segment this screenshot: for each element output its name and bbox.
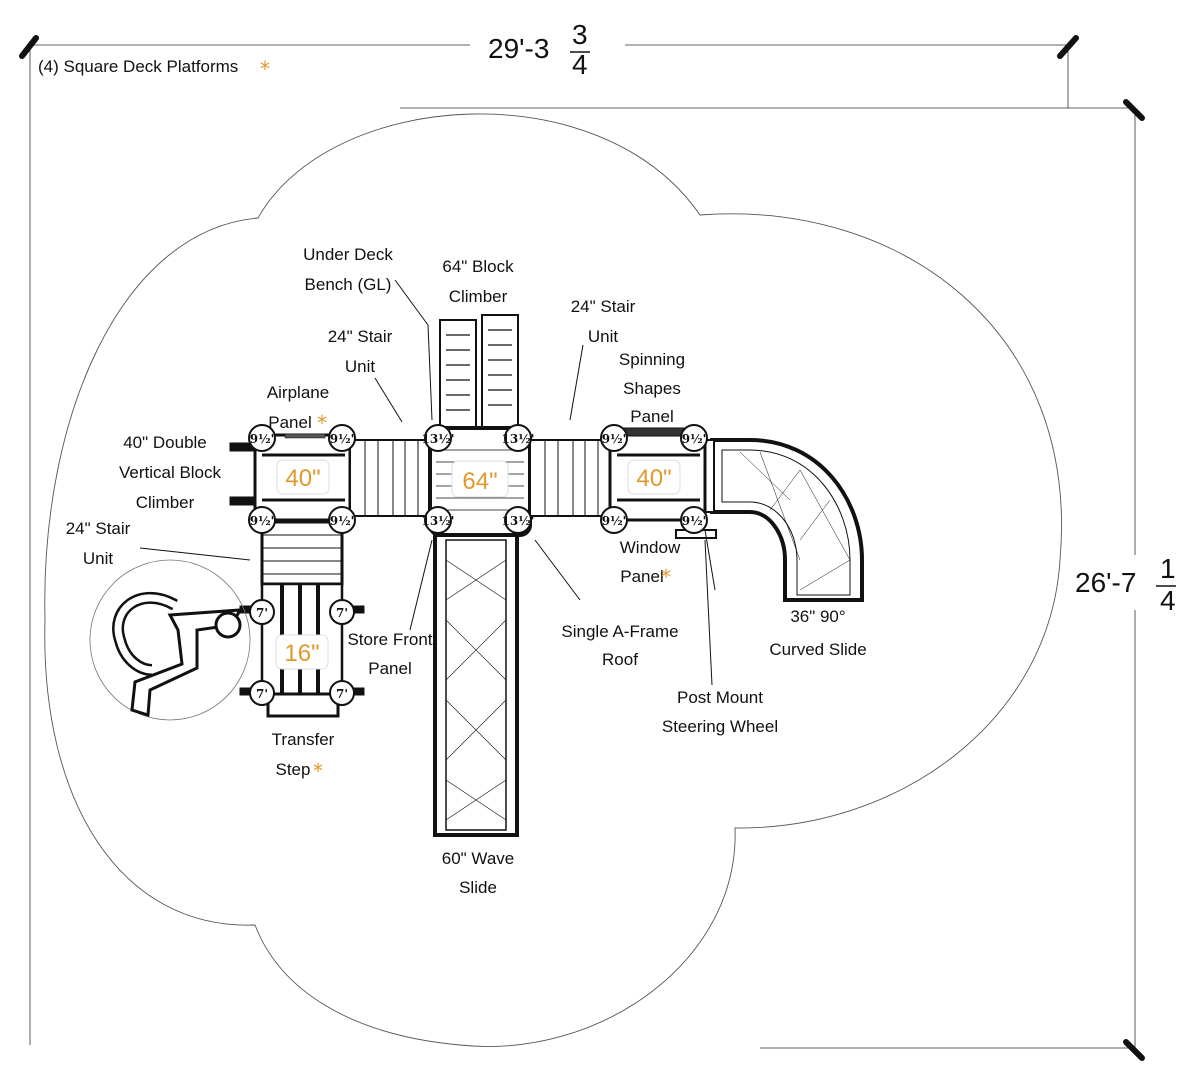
svg-text:40": 40" bbox=[636, 465, 671, 492]
svg-text:29'-3: 29'-3 bbox=[488, 33, 549, 64]
label-stair-top-left: 24" Stair Unit bbox=[328, 327, 393, 376]
svg-text:Climber: Climber bbox=[449, 287, 508, 306]
use-zone-boundary bbox=[44, 113, 1062, 1047]
label-block-climber: 64" Block Climber bbox=[442, 257, 514, 306]
leader-lines bbox=[139, 279, 716, 686]
block-climber bbox=[439, 314, 519, 429]
svg-text:*: * bbox=[661, 565, 671, 589]
svg-text:3: 3 bbox=[572, 19, 588, 50]
label-stair-top-right: 24" Stair Unit bbox=[571, 297, 636, 346]
svg-text:4: 4 bbox=[572, 49, 588, 80]
label-airplane-panel: Airplane Panel * bbox=[267, 383, 329, 435]
svg-text:(4) Square Deck Platforms: (4) Square Deck Platforms bbox=[38, 57, 238, 76]
svg-text:13½': 13½' bbox=[502, 514, 535, 528]
label-steering-wheel: Post Mount Steering Wheel bbox=[662, 688, 778, 736]
label-curved-slide: 36" 90° Curved Slide bbox=[769, 607, 866, 659]
svg-text:*: * bbox=[260, 57, 270, 81]
dimension-ticks bbox=[19, 35, 1145, 1061]
label-window-panel: Window Panel * bbox=[620, 538, 681, 589]
width-dimension: 29'-3 3 4 bbox=[488, 19, 590, 80]
svg-text:9½': 9½' bbox=[250, 514, 275, 528]
svg-text:1: 1 bbox=[1160, 553, 1176, 584]
svg-text:24" Stair: 24" Stair bbox=[571, 297, 636, 316]
svg-text:64" Block: 64" Block bbox=[442, 257, 514, 276]
svg-text:Single A-Frame: Single A-Frame bbox=[561, 622, 678, 641]
svg-text:36" 90°: 36" 90° bbox=[790, 607, 845, 626]
svg-text:9½': 9½' bbox=[330, 514, 355, 528]
svg-text:Shapes: Shapes bbox=[623, 379, 681, 398]
posts bbox=[248, 424, 708, 706]
svg-text:16": 16" bbox=[284, 640, 319, 667]
svg-text:Window: Window bbox=[620, 538, 681, 557]
svg-text:13½': 13½' bbox=[422, 432, 455, 446]
svg-text:7': 7' bbox=[336, 606, 348, 620]
svg-text:Roof: Roof bbox=[602, 650, 638, 669]
svg-text:9½': 9½' bbox=[250, 432, 275, 446]
label-stair-left: 24" Stair Unit bbox=[66, 519, 131, 568]
svg-text:Step: Step bbox=[276, 760, 311, 779]
label-spinning-shapes: Spinning Shapes Panel bbox=[619, 350, 685, 426]
curved-slide bbox=[699, 438, 864, 602]
label-under-deck-bench: Under Deck Bench (GL) bbox=[303, 245, 393, 294]
wave-slide bbox=[433, 533, 519, 837]
svg-text:Steering Wheel: Steering Wheel bbox=[662, 717, 778, 736]
svg-text:Airplane: Airplane bbox=[267, 383, 329, 402]
svg-text:26'-7: 26'-7 bbox=[1075, 567, 1136, 598]
svg-text:Panel: Panel bbox=[630, 407, 673, 426]
svg-text:Panel: Panel bbox=[268, 413, 311, 432]
svg-text:*: * bbox=[317, 411, 327, 435]
svg-text:24" Stair: 24" Stair bbox=[328, 327, 393, 346]
deck-size-labels: 40" 64" 40" 16" bbox=[275, 459, 681, 670]
svg-text:13½': 13½' bbox=[502, 432, 535, 446]
svg-text:Post Mount: Post Mount bbox=[677, 688, 763, 707]
svg-text:Unit: Unit bbox=[345, 357, 376, 376]
label-wave-slide: 60" Wave Slide bbox=[442, 849, 515, 897]
label-transfer-step: Transfer Step * bbox=[272, 730, 335, 783]
svg-text:9½': 9½' bbox=[602, 514, 627, 528]
svg-text:Curved Slide: Curved Slide bbox=[769, 640, 866, 659]
svg-text:40" Double: 40" Double bbox=[123, 433, 207, 452]
post-height-labels: 9½' 9½' 9½' 9½' 13½' 13½' 13½' 13½' 9½' 9½' 9… bbox=[250, 432, 707, 701]
svg-text:4: 4 bbox=[1160, 585, 1176, 616]
svg-text:Store Front: Store Front bbox=[347, 630, 432, 649]
svg-text:9½': 9½' bbox=[602, 432, 627, 446]
svg-text:Climber: Climber bbox=[136, 493, 195, 512]
note-square-decks: (4) Square Deck Platforms * bbox=[38, 57, 270, 81]
svg-text:9½': 9½' bbox=[682, 514, 707, 528]
svg-text:7': 7' bbox=[256, 606, 268, 620]
svg-text:7': 7' bbox=[256, 687, 268, 701]
dimension-lines bbox=[29, 44, 1136, 1049]
label-store-front: Store Front Panel bbox=[347, 630, 432, 678]
svg-text:64": 64" bbox=[462, 468, 497, 495]
svg-text:60" Wave: 60" Wave bbox=[442, 849, 515, 868]
label-a-frame-roof: Single A-Frame Roof bbox=[561, 622, 678, 669]
svg-text:Under Deck: Under Deck bbox=[303, 245, 393, 264]
svg-text:24" Stair: 24" Stair bbox=[66, 519, 131, 538]
depth-dimension: 26'-7 1 4 bbox=[1075, 553, 1176, 616]
svg-text:7': 7' bbox=[336, 687, 348, 701]
svg-text:Vertical Block: Vertical Block bbox=[119, 463, 222, 482]
svg-text:Unit: Unit bbox=[83, 549, 114, 568]
svg-text:40": 40" bbox=[285, 465, 320, 492]
svg-text:Panel: Panel bbox=[368, 659, 411, 678]
svg-text:Unit: Unit bbox=[588, 327, 619, 346]
label-double-climber: 40" Double Vertical Block Climber bbox=[119, 433, 222, 512]
svg-text:Panel: Panel bbox=[620, 567, 663, 586]
svg-text:9½': 9½' bbox=[682, 432, 707, 446]
svg-text:Spinning: Spinning bbox=[619, 350, 685, 369]
svg-text:9½': 9½' bbox=[330, 432, 355, 446]
svg-text:Transfer: Transfer bbox=[272, 730, 335, 749]
svg-text:Slide: Slide bbox=[459, 878, 497, 897]
svg-text:Bench (GL): Bench (GL) bbox=[305, 275, 392, 294]
wheelchair-access-icon bbox=[89, 559, 251, 721]
svg-text:13½': 13½' bbox=[422, 514, 455, 528]
svg-text:*: * bbox=[313, 759, 323, 783]
